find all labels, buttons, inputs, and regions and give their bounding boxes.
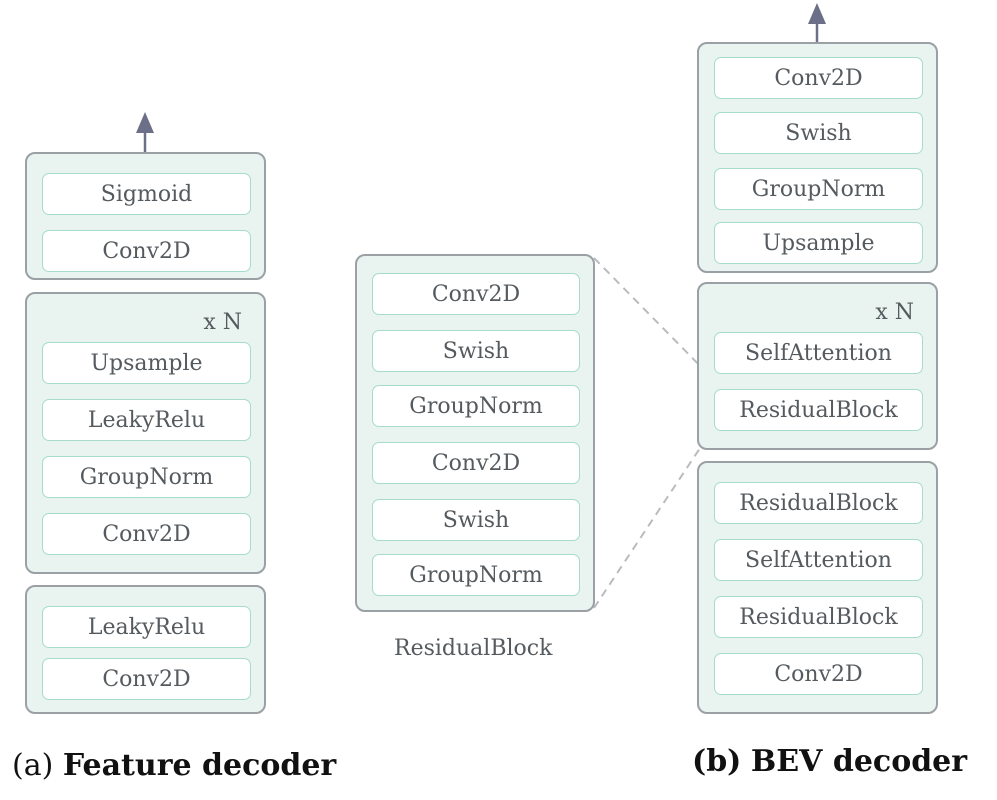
layer-conv2d: Conv2D	[42, 513, 251, 555]
layer-residualblock: ResidualBlock	[714, 482, 923, 524]
layer-conv2d: Conv2D	[714, 653, 923, 695]
bev-decoder-top-block: Conv2D Swish GroupNorm Upsample	[697, 42, 938, 273]
feature-decoder-bottom-block: LeakyRelu Conv2D	[25, 585, 266, 714]
layer-upsample: Upsample	[42, 342, 251, 384]
residual-block-caption: ResidualBlock	[394, 636, 553, 661]
layer-conv2d: Conv2D	[42, 658, 251, 700]
feature-decoder-arrowhead	[136, 112, 154, 133]
feature-decoder-repeat-block: x N Upsample LeakyRelu GroupNorm Conv2D	[25, 292, 266, 574]
zoom-connector-bottom	[593, 429, 713, 609]
layer-groupnorm: GroupNorm	[372, 554, 580, 596]
layer-conv2d: Conv2D	[372, 442, 580, 484]
layer-residualblock: ResidualBlock	[714, 596, 923, 638]
feature-decoder-top-block: Sigmoid Conv2D	[25, 152, 266, 280]
zoom-connector-top	[593, 257, 713, 379]
layer-leakyrelu: LeakyRelu	[42, 606, 251, 648]
panel-prefix: (a)	[12, 748, 54, 783]
repeat-count-label: x N	[875, 300, 914, 325]
repeat-count-label: x N	[203, 310, 242, 335]
layer-swish: Swish	[372, 330, 580, 372]
bev-decoder-repeat-block: x N SelfAttention ResidualBlock	[697, 282, 938, 450]
layer-groupnorm: GroupNorm	[714, 168, 923, 210]
layer-conv2d: Conv2D	[714, 57, 923, 99]
layer-selfattention: SelfAttention	[714, 539, 923, 581]
residual-block-detail: Conv2D Swish GroupNorm Conv2D Swish Grou…	[355, 254, 595, 612]
bev-decoder-bottom-block: ResidualBlock SelfAttention ResidualBloc…	[697, 461, 938, 714]
layer-selfattention: SelfAttention	[714, 332, 923, 374]
panel-title: BEV decoder	[750, 744, 968, 779]
layer-upsample: Upsample	[714, 222, 923, 264]
layer-leakyrelu: LeakyRelu	[42, 399, 251, 441]
bev-decoder-arrowhead	[808, 3, 826, 24]
panel-prefix: (b)	[692, 744, 742, 779]
layer-groupnorm: GroupNorm	[42, 456, 251, 498]
layer-residualblock: ResidualBlock	[714, 389, 923, 431]
layer-conv2d: Conv2D	[372, 273, 580, 315]
layer-groupnorm: GroupNorm	[372, 385, 580, 427]
layer-swish: Swish	[714, 112, 923, 154]
bev-decoder-label: (b) BEV decoder	[692, 744, 967, 779]
layer-conv2d: Conv2D	[42, 230, 251, 272]
feature-decoder-label: (a) Feature decoder	[12, 748, 336, 783]
layer-sigmoid: Sigmoid	[42, 173, 251, 215]
panel-title: Feature decoder	[62, 748, 337, 783]
layer-swish: Swish	[372, 499, 580, 541]
